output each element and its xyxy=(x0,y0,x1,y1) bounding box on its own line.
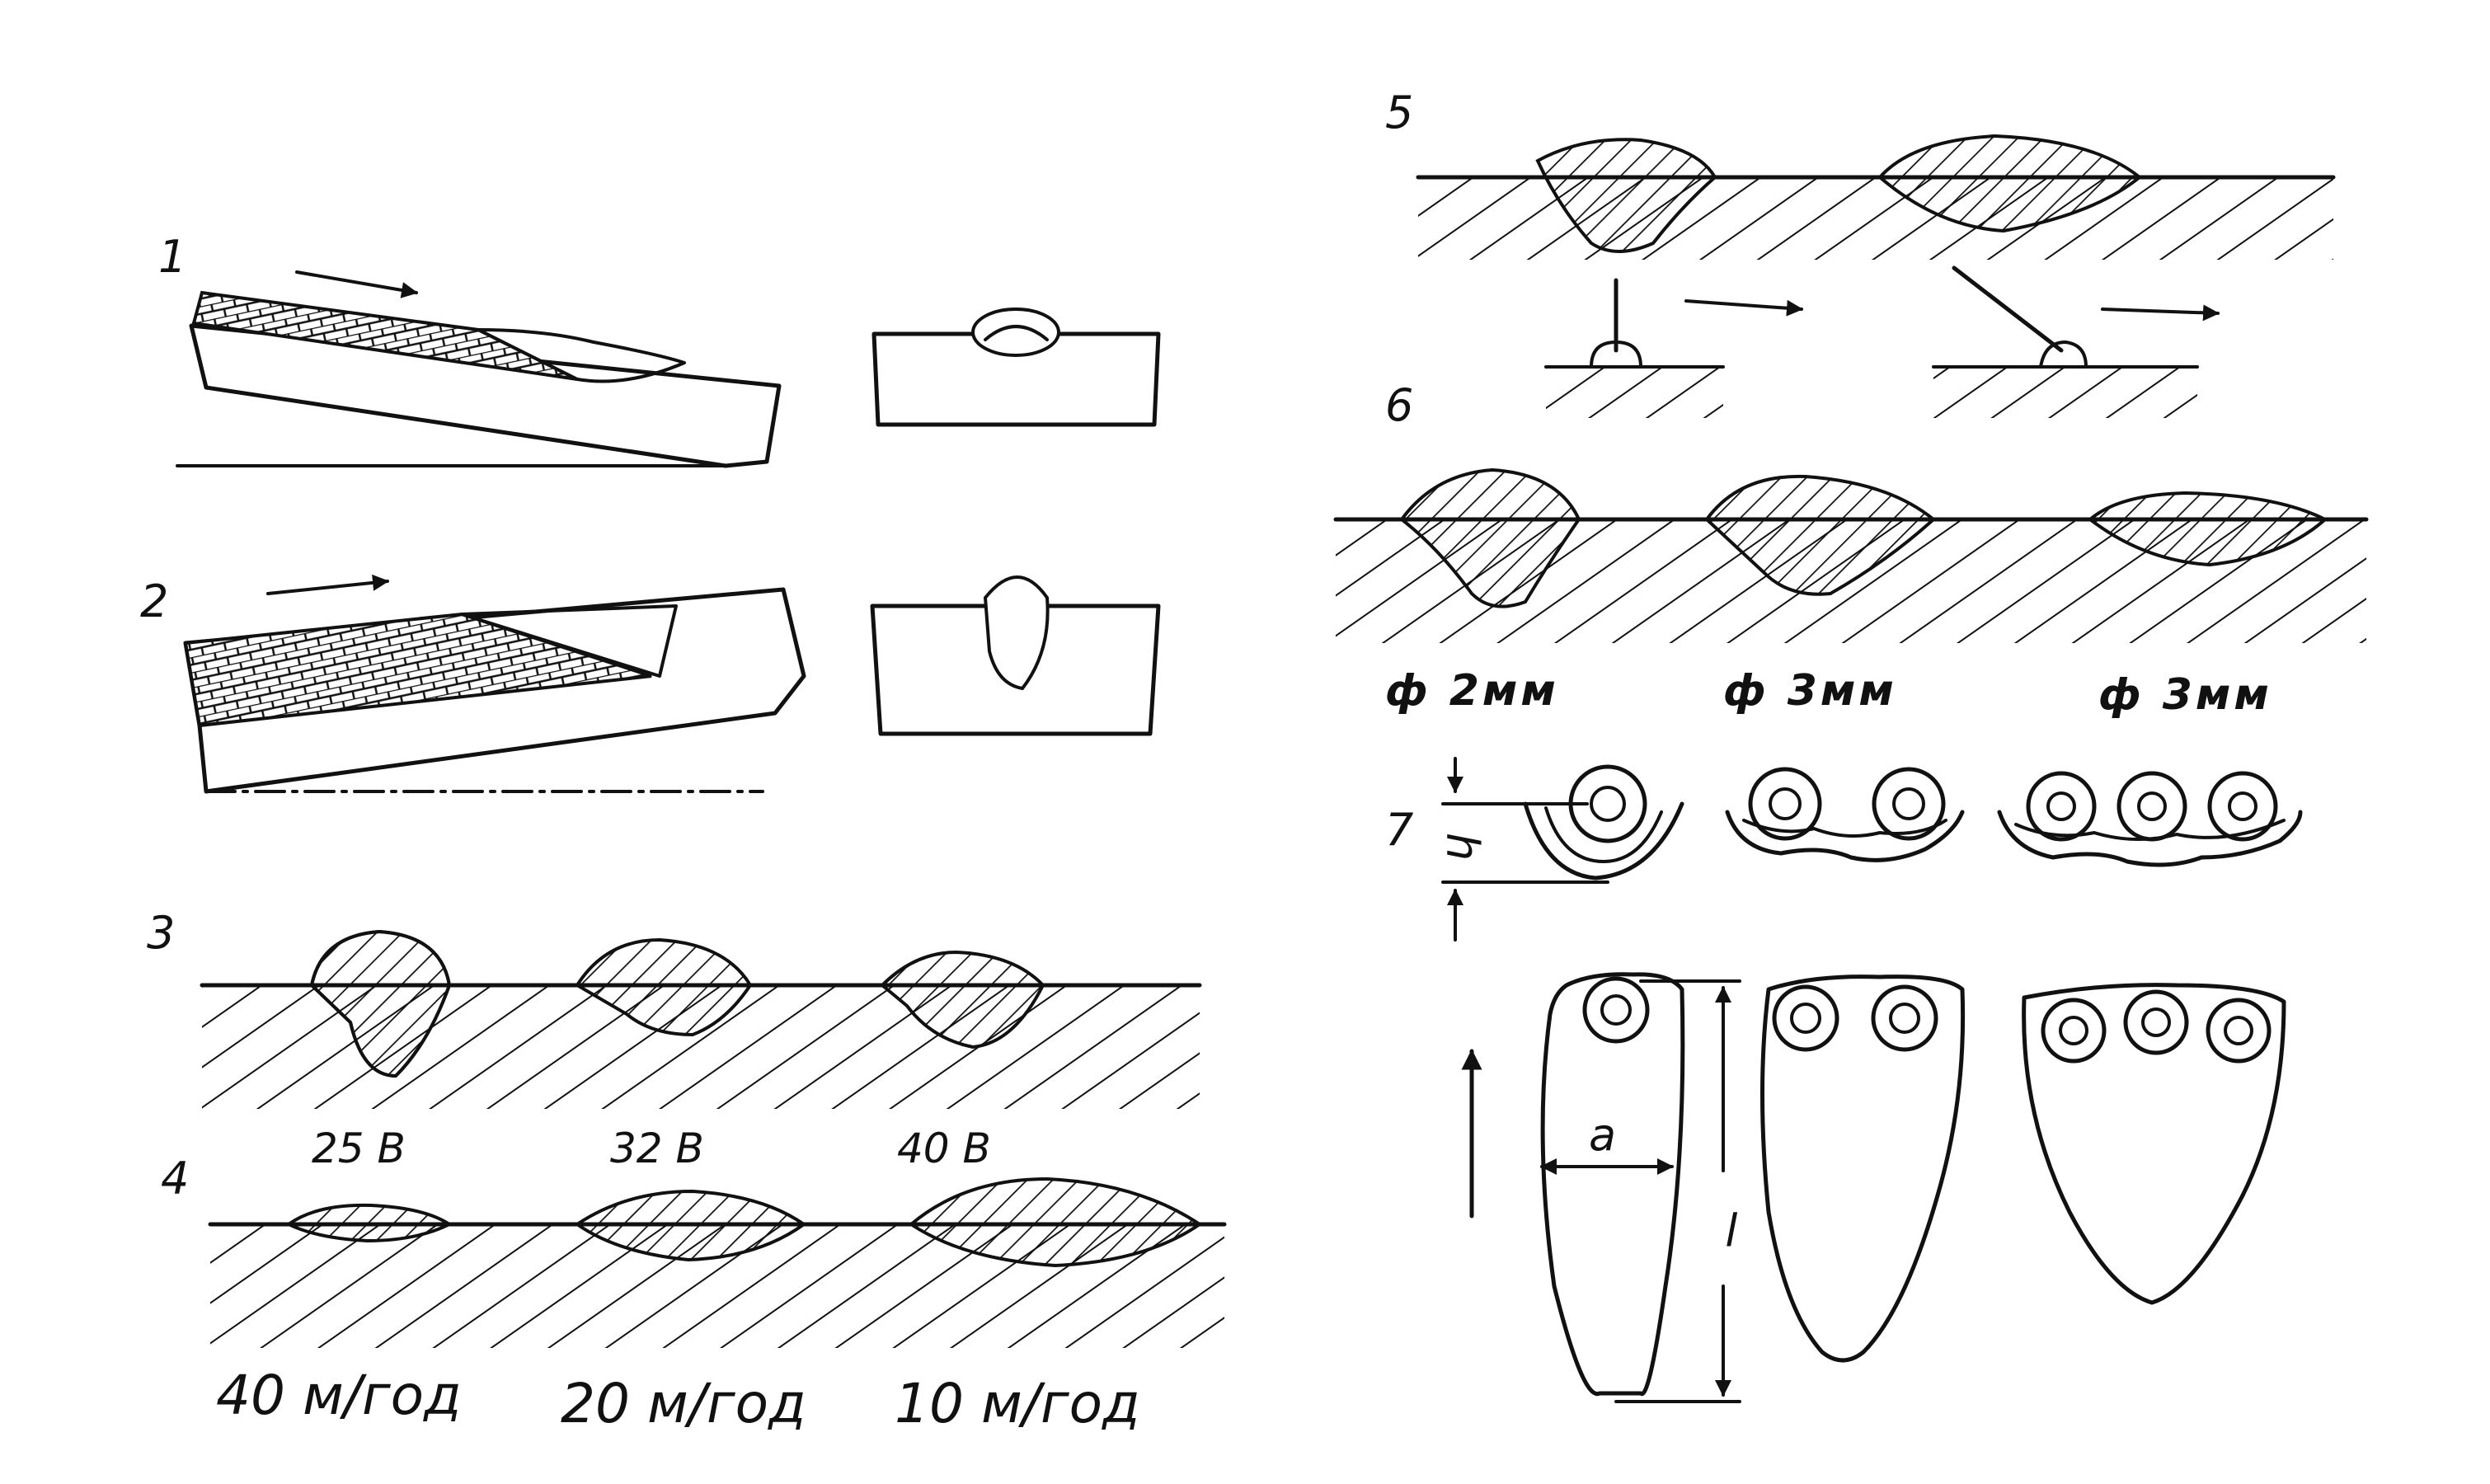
panel-number-6: 6 xyxy=(1385,379,1413,431)
electrode-core xyxy=(1590,786,1626,822)
inclined-electrode xyxy=(1952,265,2064,353)
electrode-core xyxy=(2141,1007,2171,1037)
electrode-circle xyxy=(2026,771,2097,842)
bead-d2 xyxy=(1399,467,1581,608)
panel-6: 6 ф 2мм ф 3мм ф 3мм xyxy=(1333,379,2369,720)
bead-20m xyxy=(574,1189,807,1262)
electrode-circle xyxy=(2041,998,2107,1064)
bead-vertical-electrode xyxy=(1535,138,1717,253)
electrode-core xyxy=(2059,1016,2088,1045)
plate-hatching xyxy=(1933,369,2197,418)
weld-pool xyxy=(460,604,678,678)
weld-pool xyxy=(477,328,686,383)
bead-inclined-electrode xyxy=(1877,134,2143,233)
electrode-circle xyxy=(1748,767,1822,841)
panel-2: 2 xyxy=(140,574,1161,794)
diameter-label-3: ф 3мм xyxy=(2098,670,2272,720)
weld-pool-shape-1 xyxy=(1540,972,1685,1397)
weld-pool-shape-3 xyxy=(2022,983,2286,1305)
panel-number-4: 4 xyxy=(161,1153,189,1205)
bead-40v xyxy=(880,950,1045,1050)
direction-arrow xyxy=(295,270,418,298)
slag-layer xyxy=(183,612,652,728)
voltage-label-2: 32 В xyxy=(610,1125,704,1172)
section-single xyxy=(1523,801,1684,881)
inclined-plate xyxy=(189,323,782,468)
electrode-circle xyxy=(1772,984,1839,1052)
cross-section-2 xyxy=(870,603,1161,736)
electrode-circle xyxy=(1568,764,1647,843)
panel-number-7: 7 xyxy=(1385,804,1413,856)
dim-l: l xyxy=(1727,1201,1739,1253)
voltage-label-1: 25 В xyxy=(312,1125,406,1172)
speed-label-1: 40 м/год xyxy=(216,1364,462,1427)
bead-40m xyxy=(285,1203,453,1243)
electrode-core xyxy=(1892,787,1925,820)
cross-section-1 xyxy=(872,331,1161,427)
bead-section-2 xyxy=(983,575,1050,691)
panel-3: 3 25 В 32 В 40 В xyxy=(147,907,1202,1172)
electrode-circle xyxy=(1872,767,1946,841)
panel-4: 4 40 м/год 20 м/год 10 м/год xyxy=(161,1153,1227,1435)
fusion-line xyxy=(1544,806,1663,863)
bead-fusion-line xyxy=(984,325,1049,341)
panel-7: 7 h a xyxy=(1385,757,2303,1403)
panel-number-1: 1 xyxy=(158,231,186,283)
electrode-core xyxy=(2224,1016,2253,1045)
bead-d3-1 xyxy=(1704,474,1937,596)
electrode-core xyxy=(1769,787,1802,820)
electrode-core xyxy=(1889,1003,1920,1034)
electrode-core xyxy=(2137,791,2167,821)
diameter-label-1: ф 2мм xyxy=(1385,666,1559,716)
speed-label-3: 10 м/год xyxy=(895,1372,1140,1435)
electrode-core xyxy=(2046,791,2076,821)
direction-arrow xyxy=(1684,299,1803,317)
electrode-core xyxy=(1600,994,1632,1026)
panel-1: 1 xyxy=(158,231,1161,468)
electrode-circle xyxy=(2116,771,2187,842)
direction-arrow xyxy=(2101,304,2220,322)
fusion-line xyxy=(1742,819,1947,838)
bead-32v xyxy=(575,937,753,1037)
dim-h: h xyxy=(1436,833,1488,861)
section-double xyxy=(1725,810,1965,862)
section-triple xyxy=(1997,810,2303,867)
speed-label-2: 20 м/год xyxy=(561,1372,806,1435)
panel-number-2: 2 xyxy=(140,575,168,627)
voltage-label-3: 40 В xyxy=(897,1125,991,1172)
direction-arrow xyxy=(266,574,389,595)
slag-layer xyxy=(191,290,578,381)
electrode-circle xyxy=(1871,984,1938,1052)
arc-symbol xyxy=(1590,340,1642,369)
electrode-circle xyxy=(2123,989,2189,1055)
electrode-circle xyxy=(2207,771,2278,842)
panel-number-3: 3 xyxy=(147,907,175,959)
electrode-circle xyxy=(1582,976,1650,1044)
electrode-circle xyxy=(2206,998,2272,1064)
panel-number-5: 5 xyxy=(1385,87,1413,139)
panel-5: 5 xyxy=(1385,87,2336,418)
bead-section-1 xyxy=(971,308,1060,357)
fusion-line xyxy=(2014,819,2286,842)
electrode-core xyxy=(1790,1003,1821,1034)
dim-a: a xyxy=(1589,1109,1616,1161)
electrode-core xyxy=(2228,791,2257,821)
bead-10m xyxy=(908,1176,1203,1268)
bead-d3-2 xyxy=(2087,491,2328,567)
weld-pool-shape-2 xyxy=(1760,974,1966,1363)
diameter-label-2: ф 3мм xyxy=(1723,666,1897,716)
plate-hatching xyxy=(1546,369,1723,418)
arc-symbol xyxy=(2039,340,2088,369)
